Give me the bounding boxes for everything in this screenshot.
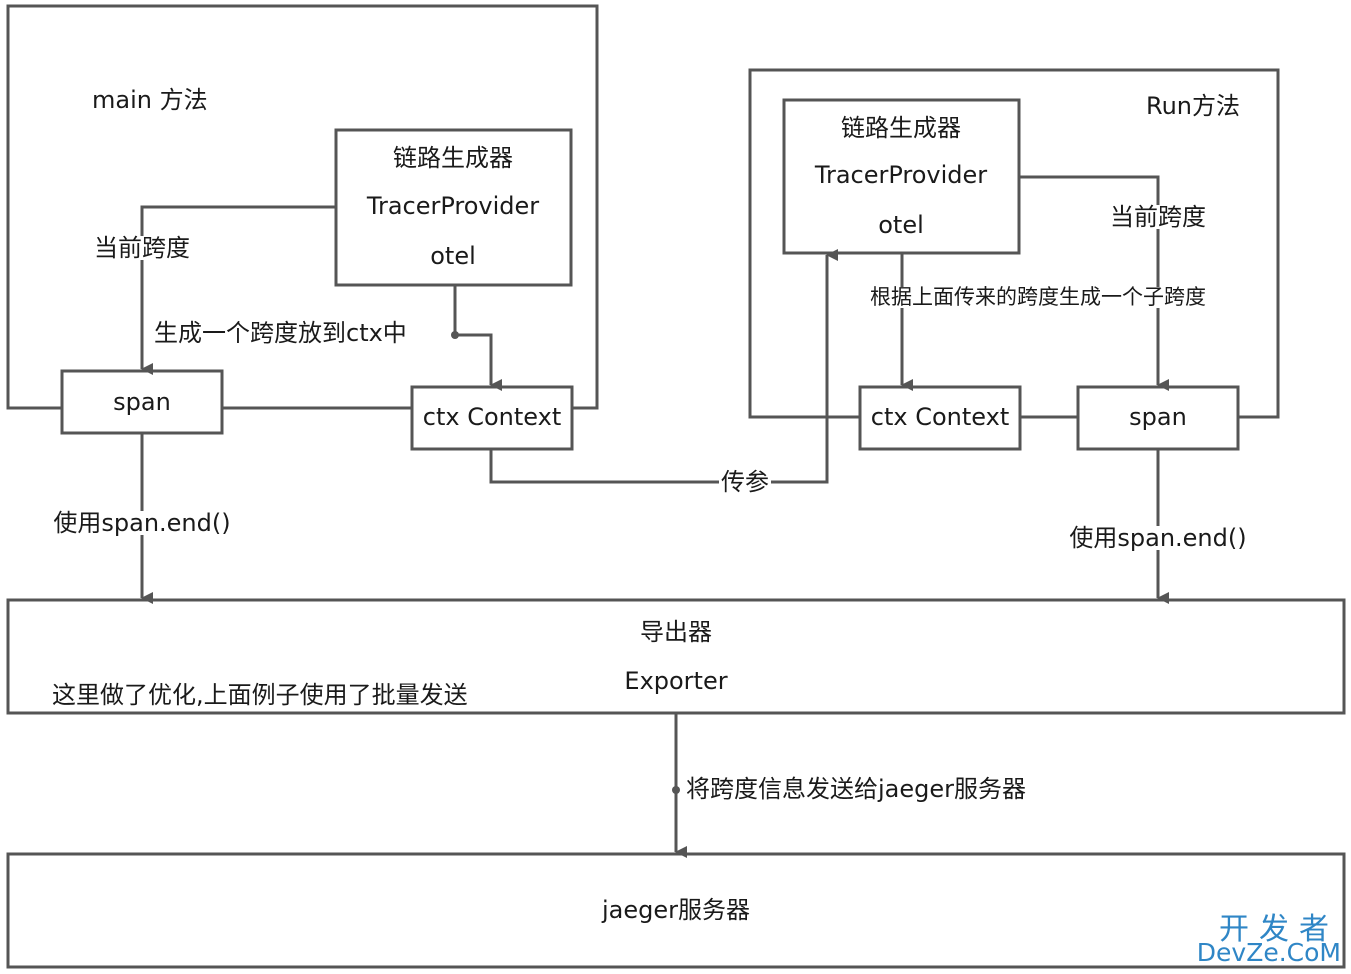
main-tracer-provider-line3: otel [430, 242, 476, 270]
exporter-subtitle: Exporter [624, 667, 728, 695]
run-current-span-arrow [1019, 175, 1169, 391]
run-method-frame [748, 68, 1280, 419]
main-method-title: main 方法 [92, 86, 208, 114]
run-current-span-label: 当前跨度 [1108, 203, 1208, 231]
run-ctx-label: ctx Context [870, 403, 1010, 431]
main-current-span-arrow [140, 205, 336, 375]
send-to-jaeger-label: 将跨度信息发送给jaeger服务器 [686, 775, 1027, 803]
main-tracer-ctx-arrow [453, 285, 502, 391]
main-ctx-junction-dot [451, 331, 459, 339]
run-tracer-provider-line2: TracerProvider [814, 161, 988, 189]
run-child-span-label: 根据上面传来的跨度生成一个子跨度 [868, 285, 1208, 309]
main-tracer-provider-line2: TracerProvider [366, 192, 540, 220]
pass-param-label: 传参 [719, 468, 771, 496]
main-span-label: span [113, 388, 171, 416]
main-ctx-label: ctx Context [422, 403, 562, 431]
run-span-end-label: 使用span.end() [1067, 524, 1249, 552]
exporter-note: 这里做了优化,上面例子使用了批量发送 [52, 681, 468, 709]
main-span-end-label: 使用span.end() [51, 509, 233, 537]
run-method-title: Run方法 [1146, 92, 1241, 120]
main-tracer-provider-line1: 链路生成器 [393, 144, 513, 172]
exporter-title: 导出器 [640, 618, 712, 646]
run-tracer-provider-line3: otel [878, 211, 924, 239]
pass-param-arrow [489, 249, 838, 484]
send-junction-dot [672, 786, 680, 794]
jaeger-server-label: jaeger服务器 [601, 896, 751, 924]
watermark-domain: DevZe.CoM [1196, 938, 1341, 967]
main-current-span-label: 当前跨度 [92, 234, 192, 262]
run-span-label: span [1129, 403, 1187, 431]
run-tracer-provider-line1: 链路生成器 [841, 114, 961, 142]
main-method-frame [6, 4, 599, 410]
main-put-in-ctx-label: 生成一个跨度放到ctx中 [152, 319, 409, 347]
watermark-logo-text: 开发者 [1219, 912, 1339, 947]
